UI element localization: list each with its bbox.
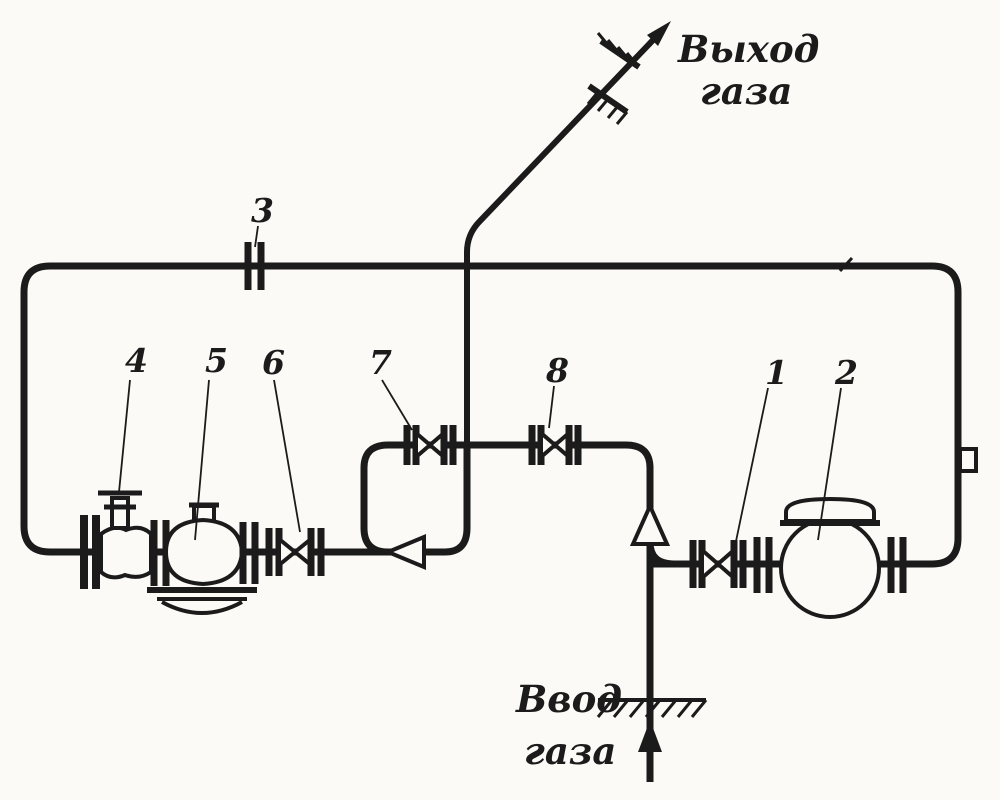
outlet-riser-pipe bbox=[464, 35, 658, 445]
regulator-assembly bbox=[80, 490, 325, 615]
inlet-arrow-icon bbox=[638, 720, 662, 752]
weld-tick-icon bbox=[838, 256, 854, 273]
callout-leader-8 bbox=[548, 385, 555, 429]
valve-7 bbox=[403, 425, 457, 465]
outlet-riser-dip-pipe bbox=[424, 445, 471, 556]
callout-leader-4 bbox=[118, 379, 131, 493]
callout-label-5: 5 bbox=[205, 341, 228, 380]
ground-hatch-icon bbox=[596, 698, 708, 718]
callout-leader-3 bbox=[254, 225, 259, 248]
flow-labels: Выход газа Ввод газа bbox=[515, 27, 819, 773]
pilot-body bbox=[99, 525, 153, 580]
callout-label-8: 8 bbox=[545, 351, 569, 390]
check-valve-icon bbox=[629, 501, 671, 546]
callout-leader-1 bbox=[734, 387, 769, 547]
right-corner-pipe bbox=[625, 441, 654, 469]
bypass-loop-pipe bbox=[20, 262, 962, 568]
left-riser-corner-pipe bbox=[360, 441, 389, 556]
pipes bbox=[20, 35, 962, 782]
callout-leaders bbox=[118, 225, 842, 547]
valve-6 bbox=[265, 528, 325, 576]
callout-leader-6 bbox=[273, 379, 301, 533]
pilot-valve-4 bbox=[98, 490, 142, 530]
callout-labels: 3 4 5 6 7 8 1 2 bbox=[125, 191, 858, 392]
gas-outlet-label-line1: Выход bbox=[677, 27, 819, 71]
callout-label-4: 4 bbox=[125, 341, 148, 380]
valve-1 bbox=[689, 540, 747, 588]
callout-label-1: 1 bbox=[765, 353, 788, 392]
outlet-arrow-icon bbox=[647, 21, 671, 46]
gas-outlet-label-line2: газа bbox=[700, 69, 792, 113]
reducer-cone-icon bbox=[382, 534, 426, 570]
callout-label-6: 6 bbox=[262, 343, 285, 382]
valve-8 bbox=[528, 425, 582, 465]
wall-hatch-icon bbox=[586, 32, 641, 125]
callout-leader-2 bbox=[817, 387, 842, 541]
gas-inlet-label-line2: газа bbox=[524, 729, 616, 773]
insulating-flange-3 bbox=[244, 242, 265, 290]
gas-inlet-label-line1: Ввод bbox=[515, 677, 622, 721]
purge-tap-icon bbox=[958, 447, 978, 473]
callout-label-2: 2 bbox=[834, 353, 858, 392]
callout-label-7: 7 bbox=[369, 343, 392, 382]
callout-label-3: 3 bbox=[251, 191, 274, 230]
gas-meter-2 bbox=[753, 496, 907, 619]
callout-leader-5 bbox=[194, 379, 210, 541]
callout-leader-7 bbox=[381, 379, 413, 431]
